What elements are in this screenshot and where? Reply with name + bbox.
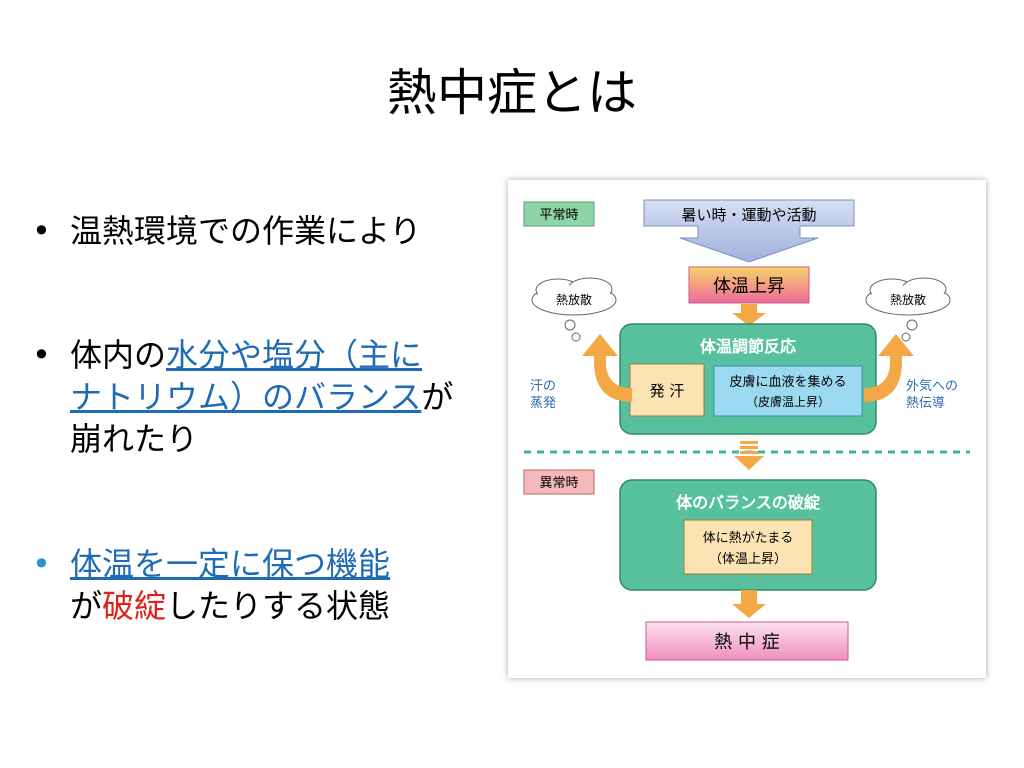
down-arrow-2 xyxy=(732,590,766,618)
left-curved-arrow xyxy=(582,334,632,402)
heatstroke-text: 熱 中 症 xyxy=(714,632,779,653)
sweat-text: 発 汗 xyxy=(650,382,685,400)
sweat-box xyxy=(629,363,705,417)
diagram-svg: 平常時 暑い時・運動や活動 体温上昇 体温調節反応 発 汗 皮膚に血液を集める … xyxy=(523,199,970,661)
divider-arrow xyxy=(734,441,764,470)
bullet-1: • 温熱環境での作業により xyxy=(30,210,421,252)
bullet-2-pre: 体内の xyxy=(70,336,167,374)
heat-conduction-line1: 外気への xyxy=(906,378,958,394)
bullet-marker: • xyxy=(32,336,51,374)
skin-blood-line1: 皮膚に血液を集める xyxy=(729,374,846,390)
trigger-arrow-box xyxy=(643,199,855,263)
bullet-1-text: 温熱環境での作業により xyxy=(70,212,422,250)
bullet-2-post1: が xyxy=(421,378,454,416)
temp-rise-text: 体温上昇 xyxy=(713,276,785,297)
normal-state-label: 平常時 xyxy=(539,208,578,223)
skin-blood-box xyxy=(713,365,863,417)
sweat-evaporation-line2: 蒸発 xyxy=(530,396,556,411)
heat-accumulation-line2: （体温上昇） xyxy=(709,552,787,567)
water-salt-link[interactable]: 水分や塩分（主に xyxy=(166,336,423,374)
heatstroke-box xyxy=(645,621,849,661)
regulation-title: 体温調節反応 xyxy=(700,337,796,356)
bullet-3: • 体温を一定に保つ機能 が破綻したりする状態 xyxy=(30,543,390,627)
temp-rise-box xyxy=(688,266,810,304)
sweat-evaporation-line1: 汗の xyxy=(530,379,556,394)
bullet-3-post: したりする状態 xyxy=(166,587,391,625)
down-arrow-1 xyxy=(732,304,766,326)
right-curved-arrow xyxy=(864,334,914,402)
slide-title: 熱中症とは xyxy=(387,64,637,122)
thermoregulation-link[interactable]: 体温を一定に保つ機能 xyxy=(70,545,391,583)
bullet-2-post2: 崩れたり xyxy=(70,420,199,458)
bullet-marker: • xyxy=(32,545,51,583)
heat-dissipation-cloud-left xyxy=(531,277,617,342)
sodium-balance-link[interactable]: ナトリウム）のバランス xyxy=(70,378,422,416)
cloud-right-text: 熱放散 xyxy=(890,292,926,307)
heat-dissipation-cloud-right xyxy=(865,277,951,342)
heat-accumulation-box xyxy=(683,519,813,575)
bullet-3-pre: が xyxy=(70,587,103,625)
breakdown-title: 体のバランスの破綻 xyxy=(676,493,821,512)
heat-accumulation-line1: 体に熱がたまる xyxy=(703,531,794,546)
bullet-marker: • xyxy=(32,212,51,250)
bullet-2: • 体内の水分や塩分（主に ナトリウム）のバランスが 崩れたり xyxy=(30,334,453,460)
abnormal-state-tag xyxy=(523,469,595,495)
breakdown-word: 破綻 xyxy=(102,587,167,625)
skin-blood-line2: （皮膚温上昇） xyxy=(746,394,830,409)
abnormal-state-label: 異常時 xyxy=(539,476,578,491)
trigger-text: 暑い時・運動や活動 xyxy=(681,206,816,224)
normal-state-tag xyxy=(523,201,595,227)
heat-conduction-line2: 熱伝導 xyxy=(906,396,945,411)
cloud-left-text: 熱放散 xyxy=(556,292,592,307)
heatstroke-diagram: 平常時 暑い時・運動や活動 体温上昇 体温調節反応 発 汗 皮膚に血液を集める … xyxy=(508,180,986,678)
